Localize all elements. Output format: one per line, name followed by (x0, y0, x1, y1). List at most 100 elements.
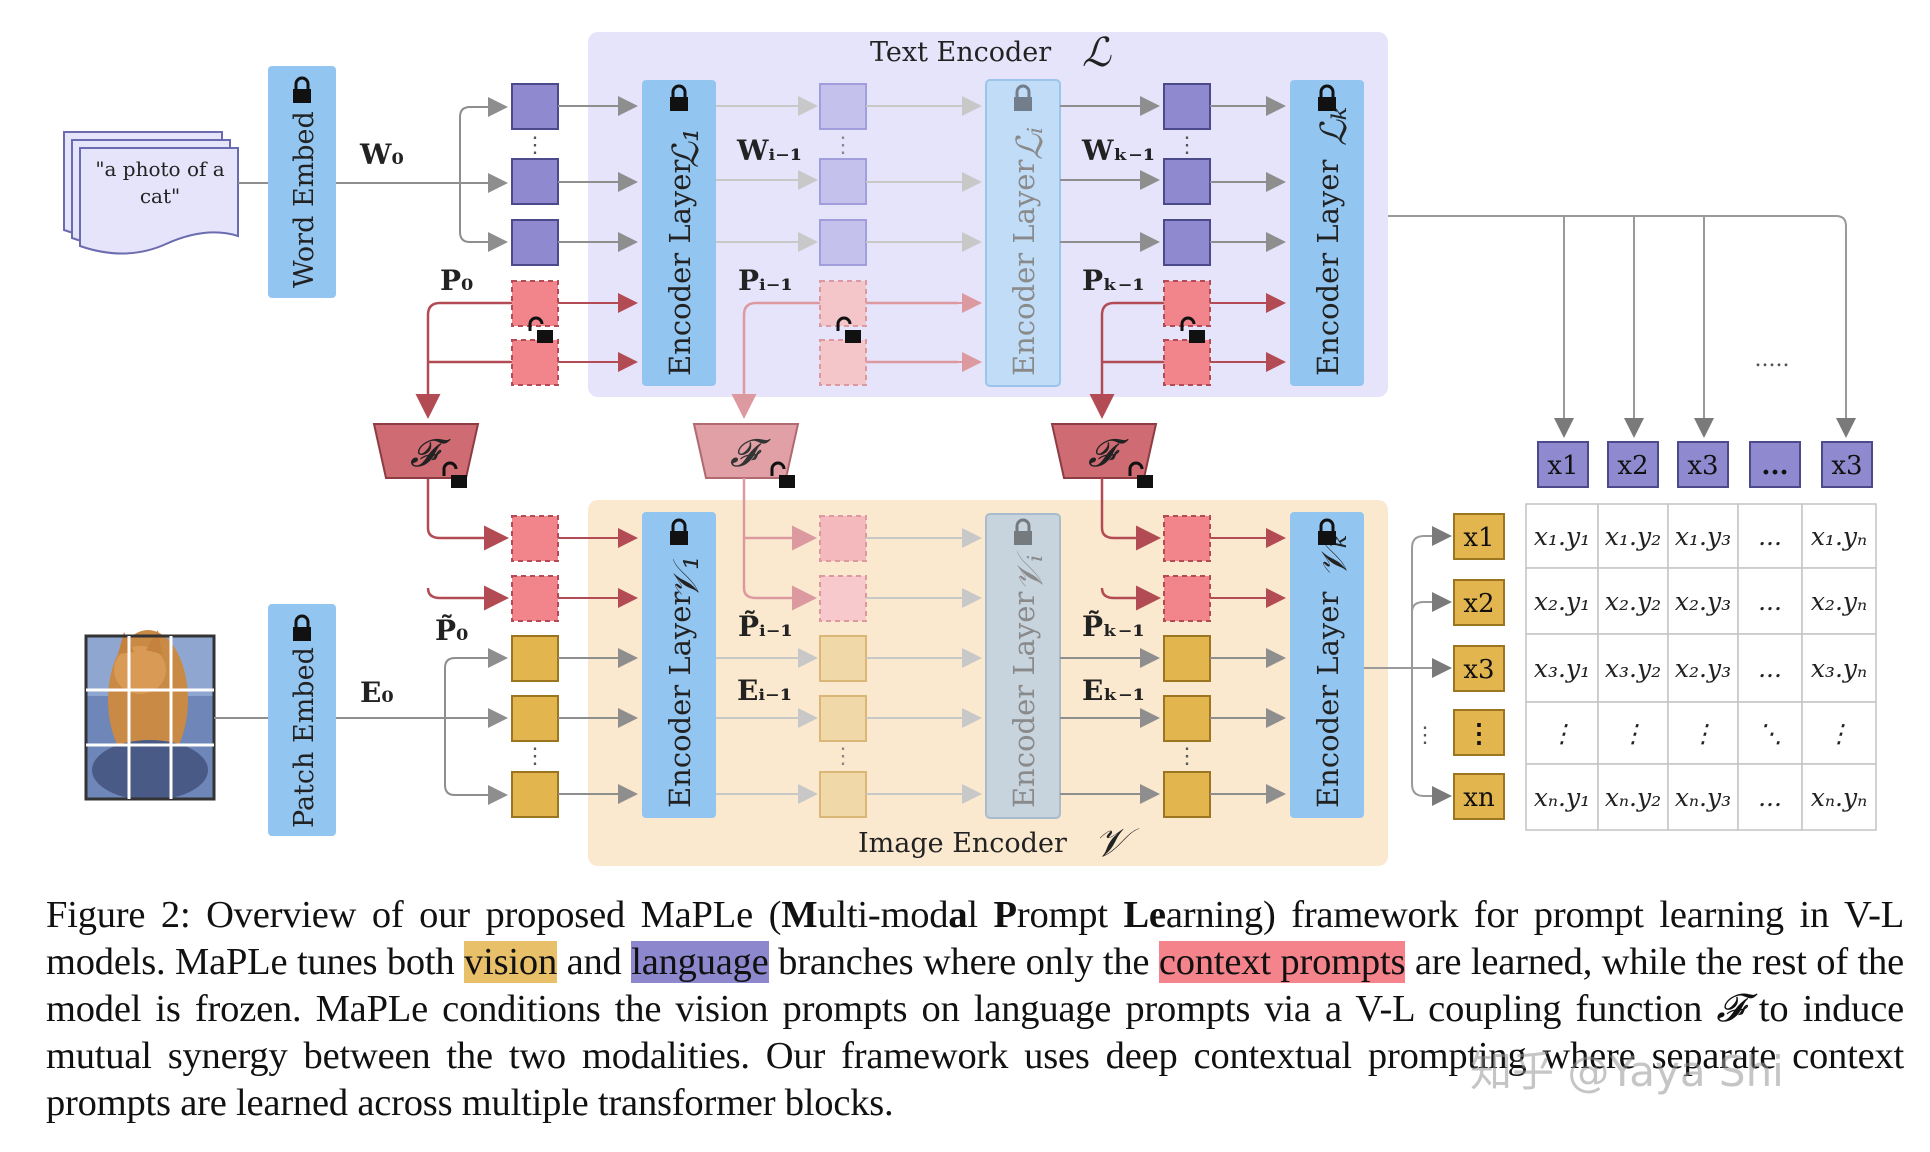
column-i-prompt-arrows (866, 293, 982, 372)
matrix-cell (1801, 503, 1877, 569)
text-prompt-token (1163, 280, 1211, 327)
image-token (1163, 771, 1211, 818)
matrix-cell-label: xₙ.y₂ (1605, 783, 1661, 812)
text-prompt-token (1163, 339, 1211, 386)
text-feature-label: x1 (1547, 451, 1578, 481)
text-feature-label: x3 (1687, 451, 1718, 481)
text-token (511, 158, 559, 205)
vertical-dots: ⋮ (832, 744, 854, 769)
image-encoder-layer-i (985, 513, 1061, 819)
word-embed-lock-icon (293, 76, 311, 103)
image-feature (1453, 709, 1505, 756)
lock-icon (670, 84, 688, 111)
input-text-line2: cat" (140, 184, 180, 208)
image-feature-label: x3 (1463, 655, 1494, 685)
lock-icon (1014, 518, 1032, 545)
encoder-layer-label: Encoder Layer (663, 592, 697, 808)
layeri-output-arrows (1060, 96, 1160, 804)
image-token (511, 695, 559, 742)
image-token (819, 635, 867, 682)
image-encoder-layer-k (1290, 512, 1364, 818)
coupling-function-1: 𝓕 (372, 423, 480, 488)
top-dots: ..... (1755, 347, 1790, 372)
text-encoder-layer-k (1290, 80, 1364, 386)
label-ei1: Eᵢ₋₁ (737, 674, 792, 707)
text-token (819, 158, 867, 205)
caption-language-highlight: language (631, 941, 769, 983)
image-feature (1453, 645, 1505, 692)
text-prompt-token (819, 339, 867, 386)
patch-embed-block (268, 604, 336, 836)
layer1-input-arrows (558, 96, 638, 804)
matrix-cell (1801, 567, 1877, 635)
encoder-layer-label: Encoder Layer (1311, 592, 1345, 808)
encoder-layer-label: Encoder Layer (1311, 160, 1345, 376)
text-feature (1607, 441, 1659, 488)
label-pti1: P̃ᵢ₋₁ (738, 610, 793, 643)
text-token (511, 83, 559, 130)
matrix-cell-label: x₁.y₁ (1534, 522, 1590, 551)
text-encoder-title: Text Encoder (870, 37, 1051, 68)
image-token (511, 635, 559, 682)
label-wk1: Wₖ₋₁ (1081, 134, 1155, 167)
image-encoder-title: Image Encoder (858, 828, 1067, 859)
word-embed-label: Word Embed (289, 111, 320, 288)
matrix-cell-label: x₃.y₂ (1605, 654, 1661, 683)
layer1-output-arrows (716, 96, 818, 804)
image-feature-label: x2 (1463, 589, 1494, 619)
encoder-layer-label: Encoder Layer (663, 160, 697, 376)
text-layer-symbol-1: ℒ₁ (666, 128, 707, 168)
text-layer-symbol-k: ℒₖ (1314, 107, 1355, 146)
image-layer-symbol-1: 𝒱₁ (666, 556, 707, 600)
text-prompt-token (819, 280, 867, 327)
text-feature-label: ... (1761, 451, 1788, 481)
layer1-prompt-arrows (558, 293, 638, 608)
label-e0: E₀ (360, 676, 394, 709)
label-pt0: P̃₀ (435, 614, 468, 647)
figure-caption: Figure 2: Overview of our proposed MaPLe… (46, 894, 1905, 1124)
matrix-cell (1737, 763, 1803, 831)
label-pk1: Pₖ₋₁ (1082, 264, 1145, 297)
image-token (1163, 695, 1211, 742)
vertical-dots: ⋮ (1176, 744, 1198, 769)
text-token (1163, 83, 1211, 130)
text-feature-label: x2 (1617, 451, 1648, 481)
text-token (1163, 158, 1211, 205)
matrix-cell (1801, 701, 1877, 765)
label-pi1: Pᵢ₋₁ (738, 264, 793, 297)
encoder-layer-label: Encoder Layer (1007, 160, 1041, 376)
matrix-cell-label: x₁.y₂ (1605, 522, 1661, 551)
text-output-fan (1388, 215, 1856, 438)
text-token (819, 219, 867, 266)
image-feature-label: xn (1463, 783, 1495, 813)
input-image-cat (84, 630, 216, 801)
left-feature-column: x1 x2 x3 ⋮ xn (1453, 513, 1505, 820)
label-p0: P₀ (440, 264, 473, 297)
matrix-cell-label: xₙ.y₃ (1675, 783, 1731, 812)
image-feature (1453, 513, 1505, 560)
caption-vision-highlight: vision (464, 941, 558, 983)
unlock-icon (1128, 461, 1153, 488)
lock-icon (670, 518, 688, 545)
text-feature-label: x3 (1831, 451, 1862, 481)
matrix-cell (1525, 763, 1599, 831)
image-layer-symbol-i: 𝒱ᵢ (1010, 551, 1051, 592)
image-output-fan (1364, 526, 1452, 806)
matrix-cell-label: x₃.yₙ (1811, 654, 1867, 683)
text-token (1163, 219, 1211, 266)
image-prompt-token (1163, 515, 1211, 562)
vertical-dots: ⋮ (524, 133, 546, 158)
matrix-cell-label: x₂.yₙ (1811, 587, 1867, 616)
unlock-icon (442, 461, 467, 488)
p0-coupling-connectors (415, 301, 512, 611)
matrix-cell-label: ⋮ (1621, 719, 1646, 748)
lock-icon (1014, 84, 1032, 111)
image-prompt-token (1163, 575, 1211, 622)
encoder-layer-label: Encoder Layer (1007, 592, 1041, 808)
text-feature (1749, 441, 1801, 488)
image-feature-label: x1 (1463, 523, 1494, 553)
matrix-cell-label: ... (1758, 783, 1782, 812)
matrix-cell-label: ... (1758, 654, 1782, 683)
matrix-cell (1667, 701, 1739, 765)
